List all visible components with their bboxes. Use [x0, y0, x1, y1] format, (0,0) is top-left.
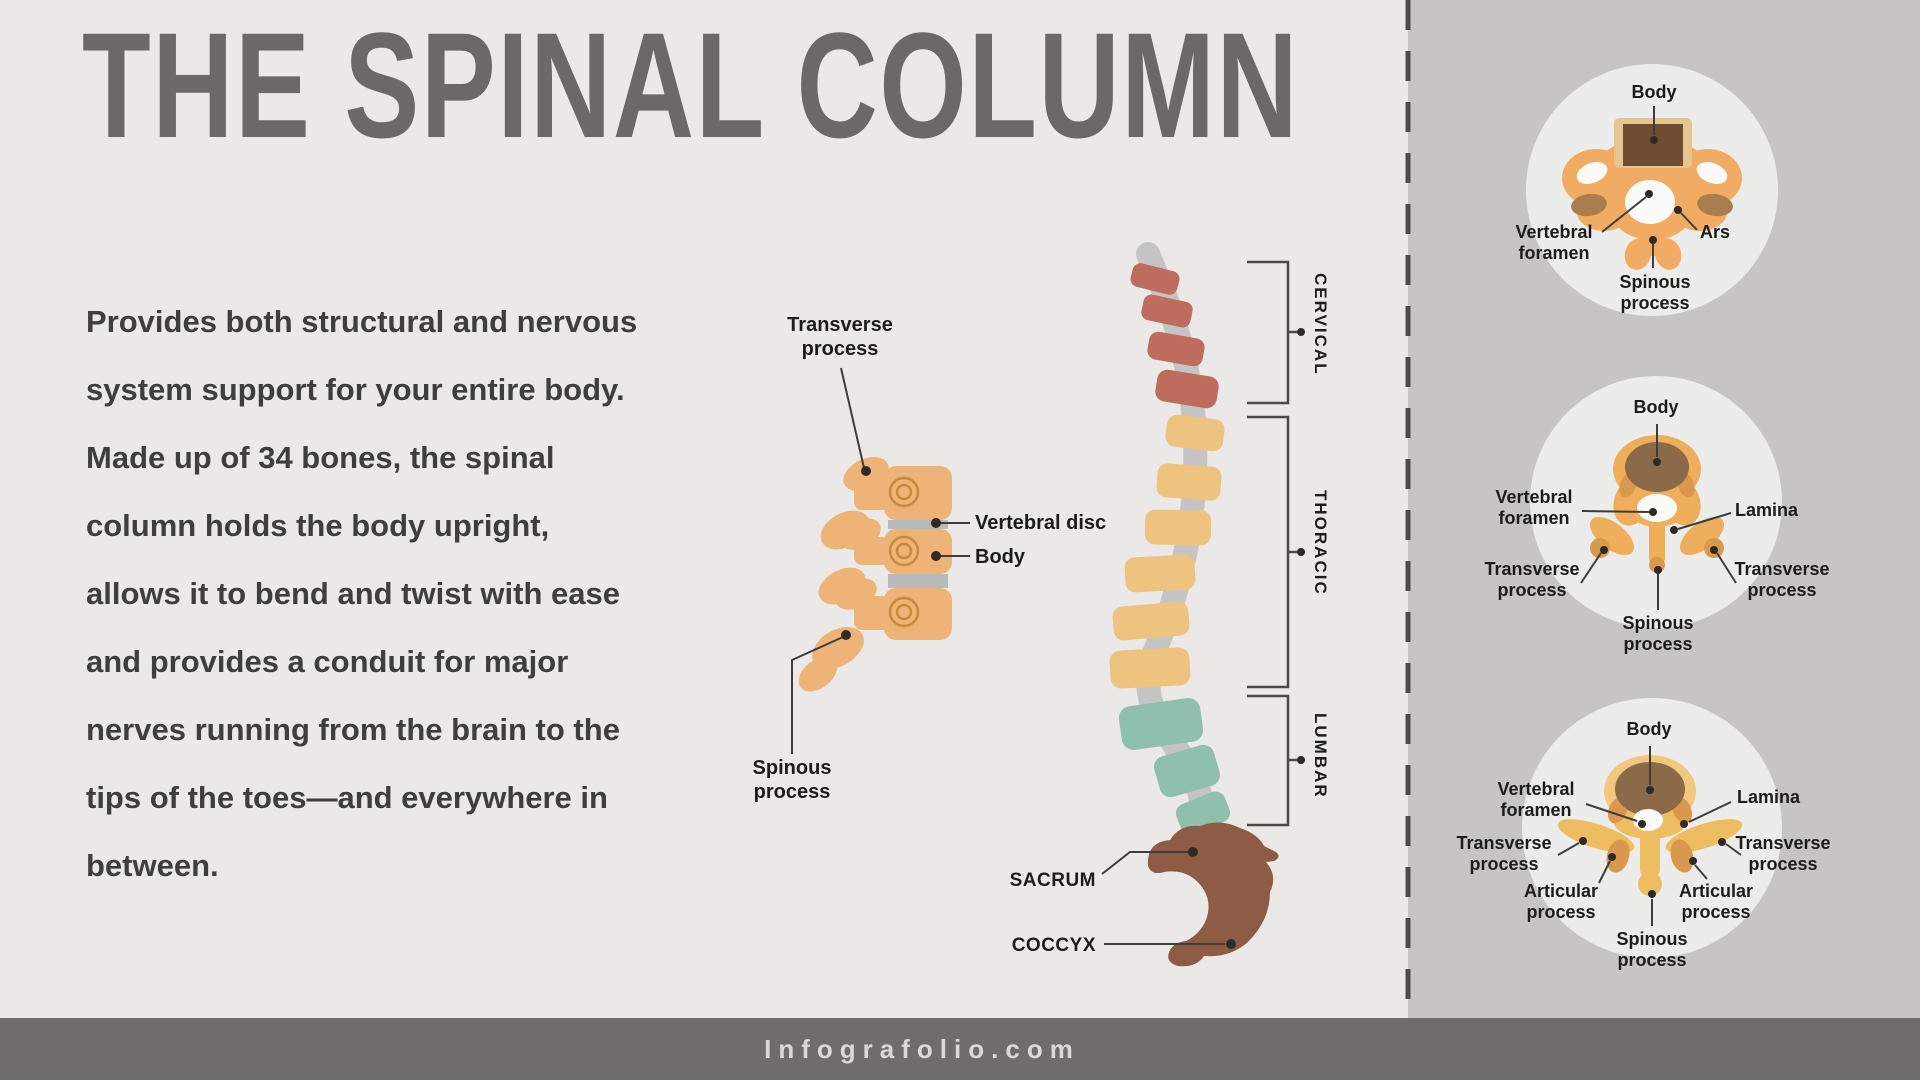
lumbar-transverse-process-left-label: Transverse process: [1456, 833, 1552, 874]
coccyx-label: COCCYX: [1011, 935, 1096, 956]
lumbar-spinous-process-label: Spinous process: [1616, 929, 1688, 970]
lumbar-section-art: [1118, 698, 1231, 835]
thoracic-transverse-process-left-label: Transverse process: [1484, 559, 1580, 600]
lumbar-articular-process-right-label: Articular process: [1678, 881, 1754, 922]
stack-body-label: Body: [975, 546, 1025, 568]
section-label-lumbar: LUMBAR: [1311, 713, 1331, 799]
page-title: THE SPINAL COLUMN: [82, 1, 1300, 169]
sacrum-coccyx-art: [1147, 822, 1279, 967]
stack-transverse-process-label: Transverse process: [787, 314, 893, 360]
thoracic-transverse-process-right-label: Transverse process: [1734, 559, 1830, 600]
thoracic-spinous-process-label: Spinous process: [1622, 613, 1694, 654]
cervical-section-art: [1130, 263, 1219, 409]
sacrum-label: SACRUM: [1009, 870, 1096, 891]
footer-bar: Infografolio.com: [0, 1018, 1920, 1080]
cervical-ars-label: Ars: [1700, 222, 1731, 242]
section-label-cervical: CERVICAL: [1311, 273, 1331, 376]
section-brackets: [1247, 260, 1297, 827]
cervical-spinous-process-label: Spinous process: [1619, 272, 1691, 313]
section-label-thoracic: THORACIC: [1311, 490, 1331, 596]
lumbar-body-label: Body: [1626, 719, 1672, 739]
footer-site-name: Infografolio.com: [764, 1033, 1080, 1064]
stack-spinous-process-label: Spinous process: [752, 757, 832, 803]
thoracic-vertebral-foramen-label: Vertebral foramen: [1495, 487, 1573, 528]
thoracic-section-art: [1109, 414, 1225, 689]
thoracic-body-label: Body: [1633, 397, 1679, 417]
intro-paragraph: Provides both structural and nervous sys…: [86, 304, 638, 883]
stack-vertebral-disc-label: Vertebral disc: [975, 512, 1107, 534]
leader-lines-main: [791, 367, 1225, 945]
lumbar-transverse-process-right-label: Transverse process: [1735, 833, 1831, 874]
thoracic-lamina-label: Lamina: [1735, 500, 1799, 520]
cervical-vertebral-foramen-label: Vertebral foramen: [1515, 222, 1593, 263]
vertebra-stack-art: [798, 457, 952, 692]
lumbar-lamina-label: Lamina: [1737, 787, 1801, 807]
section-bracket-dots: [1297, 328, 1305, 764]
spinal-cord-art: [1136, 242, 1215, 868]
cervical-body-label: Body: [1631, 82, 1677, 102]
lumbar-articular-process-left-label: Articular process: [1523, 881, 1599, 922]
lumbar-vertebral-foramen-label: Vertebral foramen: [1497, 779, 1575, 820]
